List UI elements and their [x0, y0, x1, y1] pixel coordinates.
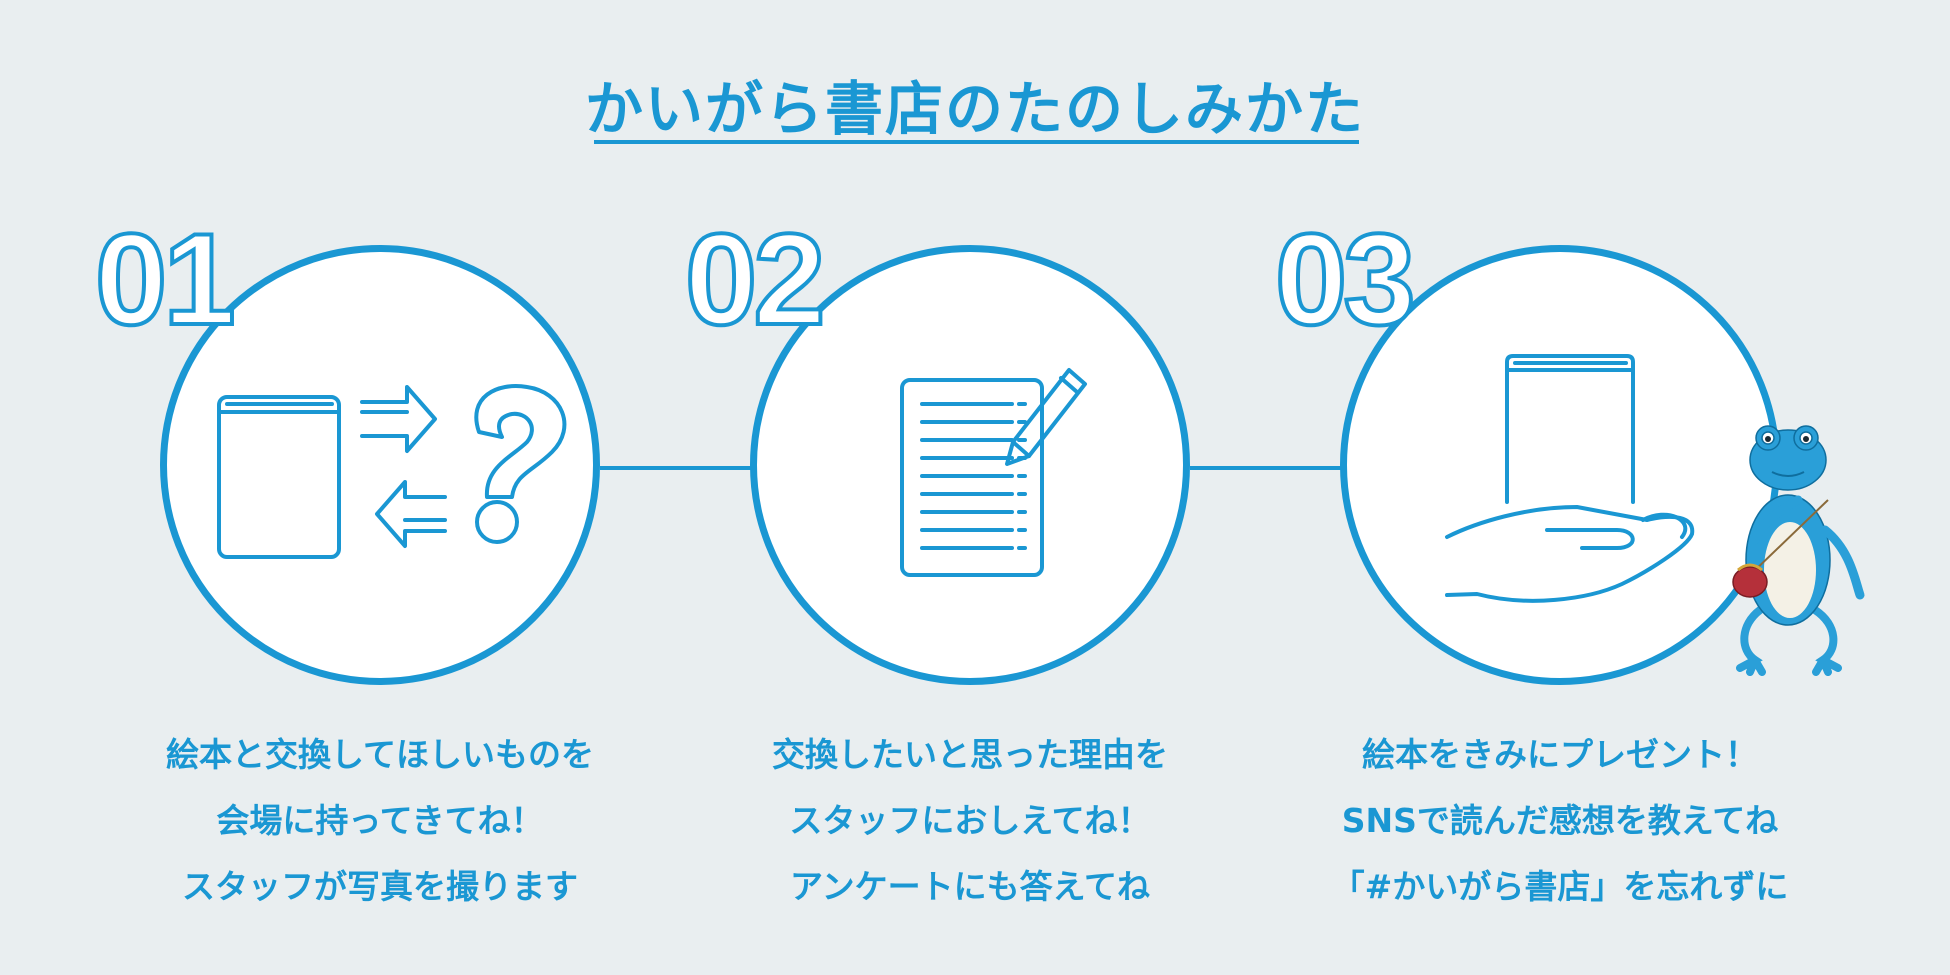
step-3-number: 03 [1273, 206, 1418, 352]
book-exchange-question-icon [217, 384, 567, 559]
page-title: かいがら書店のたのしみかた [584, 75, 1365, 143]
connector-line-2 [1190, 466, 1350, 470]
step-3-circle [1340, 245, 1780, 685]
step-2-line-2: スタッフにおしえてね！ [789, 801, 1151, 840]
book-on-hand-icon [1445, 354, 1695, 603]
step-1-line-1: 絵本と交換してほしいものを [165, 735, 594, 774]
step-1-line-3: スタッフが写真を撮ります [182, 867, 578, 906]
step-3-description: 絵本をきみにプレゼント！ SNSで読んだ感想を教えてね 「#かいがら書店」を忘れ… [1260, 722, 1860, 920]
step-2-line-3: アンケートにも答えてね [789, 867, 1151, 906]
document-pencil-icon [900, 368, 1087, 577]
step-2-line-1: 交換したいと思った理由を [772, 735, 1168, 774]
step-3-line-1: 絵本をきみにプレゼント！ [1362, 735, 1758, 774]
step-3-line-2: SNSで読んだ感想を教えてね [1341, 801, 1779, 840]
step-1-circle [160, 245, 600, 685]
step-2-circle [750, 245, 1190, 685]
step-2-description: 交換したいと思った理由を スタッフにおしえてね！ アンケートにも答えてね [670, 722, 1270, 920]
frog-mascot-illustration [1732, 425, 1865, 676]
step-1-description: 絵本と交換してほしいものを 会場に持ってきてね！ スタッフが写真を撮ります [80, 722, 680, 920]
step-3-line-3: 「#かいがら書店」を忘れずに [1331, 867, 1789, 906]
connector-line-1 [600, 466, 760, 470]
step-2-number: 02 [683, 206, 828, 352]
title-underline [594, 140, 1359, 144]
step-1-number: 01 [93, 206, 238, 352]
step-1-line-2: 会場に持ってきてね！ [216, 801, 544, 840]
